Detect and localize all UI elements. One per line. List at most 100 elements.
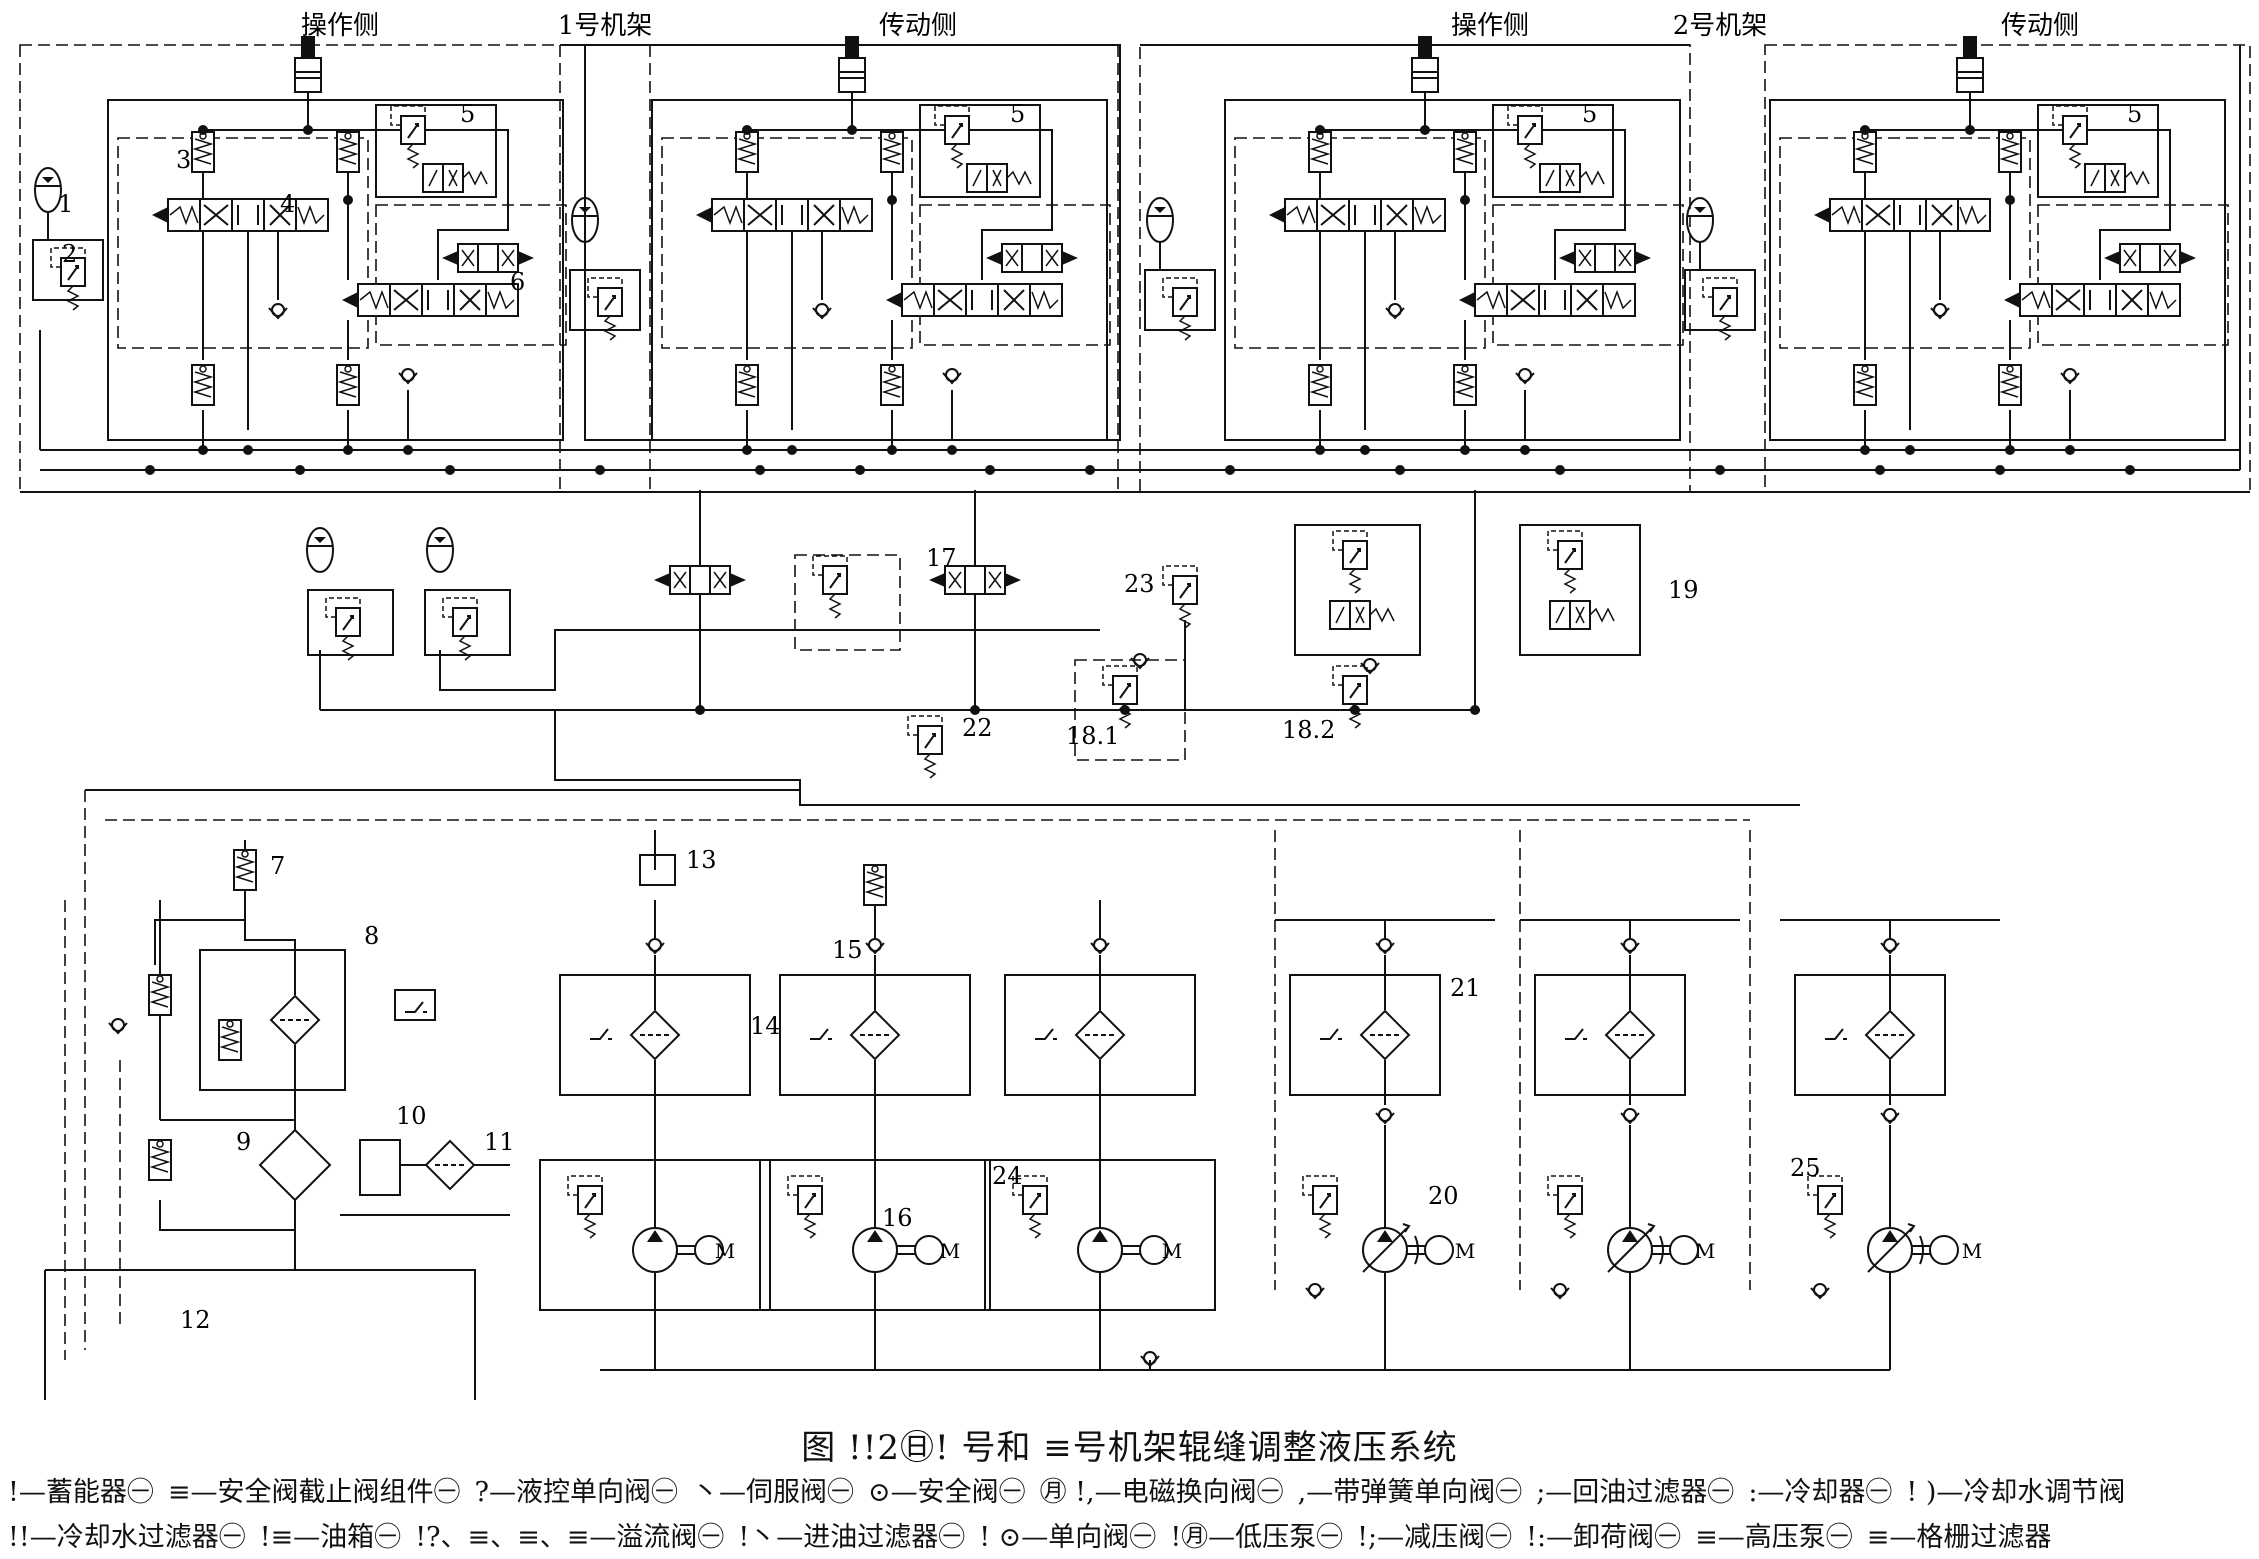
check-valve xyxy=(148,974,172,1016)
callout-6: 6 xyxy=(510,268,525,296)
stand-boundary xyxy=(649,44,1119,493)
servo-module xyxy=(2037,204,2229,346)
check-valve xyxy=(1090,938,1110,954)
callout-15: 15 xyxy=(832,936,863,964)
check-valve xyxy=(1515,368,1535,384)
callout-16: 16 xyxy=(882,1204,913,1232)
drain-lines xyxy=(19,44,2251,1360)
safety-valve xyxy=(442,597,478,661)
callout-21: 21 xyxy=(1450,974,1481,1002)
legend-entry: ⊙—安全阀㊀ xyxy=(867,1477,1026,1508)
callout-1: 1 xyxy=(58,190,73,218)
check-valve xyxy=(1930,303,1950,319)
relief-valve xyxy=(812,555,848,619)
junction-dot xyxy=(742,125,752,135)
legend-entry: !㊊—低压泵㊀ xyxy=(1170,1522,1344,1553)
inlet-filter xyxy=(1075,1010,1125,1060)
junction-dot xyxy=(198,445,208,455)
callout-8: 8 xyxy=(364,922,379,950)
safety-valve xyxy=(390,105,426,169)
junction-dot xyxy=(2125,465,2135,475)
legend-entry: !:—卸荷阀㊀ xyxy=(1526,1522,1682,1553)
safety-valve-block xyxy=(2037,104,2159,198)
clogging-switch xyxy=(589,1028,613,1040)
callout-25: 25 xyxy=(1790,1154,1821,1182)
check-valve-7 xyxy=(233,849,257,891)
servo-valve xyxy=(885,283,1063,317)
servo-valve xyxy=(341,283,519,317)
legend-entry: ≡—安全阀截止阀组件㊀ xyxy=(167,1477,461,1508)
relief-valve-22 xyxy=(907,715,943,779)
pilot-check-valve xyxy=(1853,131,1877,173)
tank xyxy=(44,1269,476,1400)
header-drive-side-1: 传动侧 xyxy=(879,11,957,41)
directional-valve xyxy=(2103,243,2197,273)
inlet-filter xyxy=(850,1010,900,1060)
spring-check-valve xyxy=(191,364,215,406)
check-valve xyxy=(1620,1108,1640,1124)
check-valve xyxy=(108,1018,128,1034)
pressure-lines xyxy=(20,92,2250,1400)
legend-entry: ;—回油过滤器㊀ xyxy=(1536,1477,1735,1508)
solenoid-directional-valve xyxy=(653,565,747,595)
junction-dot xyxy=(1860,445,1870,455)
spring-check-valve xyxy=(1998,364,2022,406)
unloading-valve xyxy=(1332,530,1368,594)
accumulator xyxy=(1146,197,1174,243)
pipe xyxy=(600,1360,1210,1371)
check-valve xyxy=(1375,1108,1395,1124)
junction-dot xyxy=(855,465,865,475)
pipe xyxy=(1909,232,1941,430)
inlet-filter-box xyxy=(1794,974,1946,1096)
pipe xyxy=(1864,410,2011,450)
clogging-switch xyxy=(809,1028,833,1040)
check-valve xyxy=(942,368,962,384)
clogging-switch xyxy=(1319,1028,1343,1040)
accumulator xyxy=(1686,197,1714,243)
callout-5d: 5 xyxy=(2127,100,2142,128)
callout-12: 12 xyxy=(180,1306,211,1334)
junction-dot xyxy=(1715,465,1725,475)
servo-module xyxy=(1234,137,1486,349)
check-valve xyxy=(1880,1108,1900,1124)
junction-dot xyxy=(1350,705,1360,715)
safety-valve-block xyxy=(375,104,497,198)
legend-entry: ≡—高压泵㊀ xyxy=(1695,1522,1853,1553)
hydraulic-schematic: 操作侧 1号机架 传动侧 操作侧 2号机架 传动侧 1 2 3 4 5 5 5 … xyxy=(19,11,2251,1400)
high-pressure-pump xyxy=(1362,1223,1454,1273)
junction-dot xyxy=(445,465,455,475)
header-drive-side-2: 传动侧 xyxy=(2001,11,2079,41)
stand-boundary xyxy=(1764,44,2251,493)
pilot-check-valve xyxy=(336,131,360,173)
high-pressure-pump xyxy=(1607,1223,1699,1273)
solenoid-valve xyxy=(1329,600,1395,630)
legend-entry: ! )—冷却水调节阀 xyxy=(1906,1477,2126,1508)
cooler xyxy=(258,1128,332,1202)
pipe xyxy=(202,410,349,450)
inlet-filter xyxy=(1605,1010,1655,1060)
callout-5c: 5 xyxy=(1582,100,1597,128)
junction-dot xyxy=(1085,465,1095,475)
water-filter xyxy=(425,1140,475,1190)
servo-module xyxy=(919,204,1111,346)
junction-dot xyxy=(1555,465,1565,475)
drain-line xyxy=(1274,830,1751,1290)
junction-dot xyxy=(403,445,413,455)
switch-box xyxy=(394,989,436,1021)
check-valve xyxy=(1360,658,1380,674)
safety-stop-block xyxy=(569,269,641,331)
safety-stop-block xyxy=(1684,269,1756,331)
safety-valve-block xyxy=(919,104,1041,198)
servo-valve xyxy=(151,198,329,232)
legend-entry: !!—冷却水过滤器㊀ xyxy=(8,1522,246,1553)
unloading-valve-box xyxy=(1519,524,1641,656)
servo-valve xyxy=(695,198,873,232)
check-valve xyxy=(268,303,288,319)
relief-valve xyxy=(567,1175,603,1239)
accumulator xyxy=(306,527,334,573)
junction-dot xyxy=(1875,465,1885,475)
servo-valve xyxy=(1268,198,1446,232)
pilot-check-valve xyxy=(1453,131,1477,173)
legend-entry: !?、≡、≡、≡—溢流阀㊀ xyxy=(415,1522,725,1553)
stand-boundary xyxy=(19,44,561,493)
